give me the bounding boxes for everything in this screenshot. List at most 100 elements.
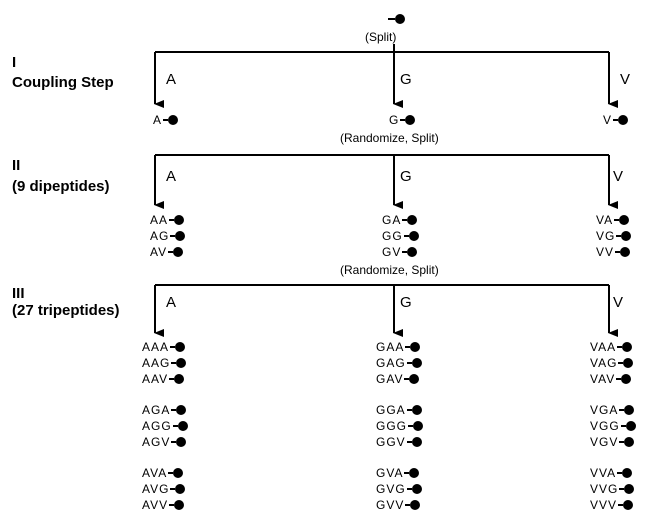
peptide-sequence: GVG — [376, 482, 406, 496]
stage-2-tree — [154, 154, 618, 209]
peptide-sequence: AG — [150, 229, 170, 243]
resin-bead-icon — [624, 437, 635, 447]
peptide-on-bead: VGA — [590, 403, 635, 417]
stage-3-title: (27 tripeptides) — [12, 302, 120, 319]
peptide-sequence: VGG — [590, 419, 620, 433]
resin-bead-icon — [618, 115, 629, 125]
peptide-sequence: AVV — [142, 498, 169, 512]
resin-bead-icon — [623, 358, 634, 368]
resin-bead-icon — [177, 421, 188, 431]
linker-icon — [618, 362, 624, 364]
peptide-sequence: GGG — [376, 419, 408, 433]
peptide-sequence: AAG — [142, 356, 171, 370]
peptide-sequence: VAA — [590, 340, 617, 354]
linker-icon — [620, 425, 626, 427]
stage-1-branch-g: G — [400, 71, 412, 88]
linker-icon — [619, 441, 625, 443]
peptide-on-bead: GAG — [376, 357, 422, 369]
linker-icon — [403, 235, 409, 237]
linker-icon — [616, 235, 622, 237]
resin-bead-icon — [621, 374, 632, 384]
linker-icon — [405, 504, 411, 506]
split-note: (Split) — [365, 30, 397, 44]
peptide-sequence: VAG — [590, 356, 618, 370]
linker-icon — [617, 472, 623, 474]
peptide-on-bead: VVA — [590, 467, 633, 479]
stage-2-branch-g: G — [400, 168, 412, 185]
resin-bead-icon — [409, 374, 420, 384]
peptide-on-bead: VVG — [590, 483, 635, 495]
linker-icon — [406, 441, 412, 443]
peptide-sequence: GAA — [376, 340, 405, 354]
resin-bead-icon — [408, 231, 419, 241]
peptide-sequence: AGA — [142, 403, 171, 417]
resin-bead-icon — [411, 437, 422, 447]
stage-1-tree — [154, 44, 618, 108]
linker-icon — [614, 219, 620, 221]
peptide-on-bead: AVG — [142, 482, 186, 496]
peptide-on-bead: V — [603, 113, 629, 127]
start-bead — [388, 14, 405, 24]
linker-icon — [404, 472, 410, 474]
linker-icon — [170, 346, 176, 348]
resin-bead-icon — [174, 374, 185, 384]
stage-3-branch-a: A — [166, 294, 177, 311]
linker-icon — [163, 119, 169, 121]
peptide-sequence: AVA — [142, 466, 168, 480]
stage-3-branch-g: G — [400, 294, 412, 311]
peptide-on-bead: VV — [596, 245, 631, 259]
peptide-sequence: GAV — [376, 372, 404, 386]
resin-bead-icon — [176, 405, 187, 415]
peptide-on-bead: AVA — [142, 466, 184, 480]
stage-2-branch-v: V — [613, 168, 624, 185]
peptide-sequence: VGA — [590, 403, 619, 417]
peptide-sequence: GGA — [376, 403, 406, 417]
peptide-sequence: AAV — [142, 372, 169, 386]
peptide-on-bead: GG — [382, 230, 419, 242]
stage-1-numeral: I — [12, 54, 17, 71]
peptide-on-bead: VAA — [590, 340, 633, 354]
peptide-on-bead: GVG — [376, 483, 422, 495]
peptide-on-bead: GAA — [376, 340, 421, 354]
peptide-sequence: V — [603, 113, 613, 127]
linker-icon — [408, 425, 414, 427]
peptide-on-bead: GAV — [376, 372, 420, 386]
linker-icon — [619, 488, 625, 490]
resin-bead-icon — [623, 500, 634, 510]
resin-bead-icon — [619, 215, 630, 225]
resin-bead-icon — [413, 421, 424, 431]
resin-bead-icon — [620, 247, 631, 257]
resin-bead-icon — [625, 421, 636, 431]
linker-icon — [170, 488, 176, 490]
peptide-on-bead: AGV — [142, 436, 187, 448]
peptide-on-bead: VA — [596, 214, 630, 226]
linker-icon — [168, 251, 174, 253]
resin-bead-icon — [622, 468, 633, 478]
peptide-sequence: GAG — [376, 356, 406, 370]
stage-2-branch-a: A — [166, 168, 177, 185]
linker-icon — [404, 378, 410, 380]
stage-3-tree — [154, 284, 618, 337]
peptide-on-bead: AVV — [142, 498, 185, 512]
linker-icon — [171, 409, 177, 411]
stage-3-branch-v: V — [613, 294, 624, 311]
peptide-sequence: AVG — [142, 482, 170, 496]
peptide-on-bead: VGV — [590, 435, 635, 449]
resin-bead-icon — [624, 405, 635, 415]
peptide-sequence: G — [389, 113, 400, 127]
peptide-on-bead: A — [153, 114, 179, 126]
linker-icon — [406, 409, 412, 411]
resin-bead-icon — [405, 115, 416, 125]
resin-bead-icon — [175, 231, 186, 241]
peptide-on-bead: GGA — [376, 404, 422, 416]
linker-icon — [172, 425, 178, 427]
linker-icon — [169, 378, 175, 380]
peptide-on-bead: AAG — [142, 356, 187, 370]
peptide-on-bead: AA — [150, 214, 185, 226]
linker-icon — [168, 472, 174, 474]
stage-1-note: (Randomize, Split) — [340, 131, 439, 145]
resin-bead-icon — [175, 484, 186, 494]
peptide-sequence: VGV — [590, 435, 619, 449]
linker-icon — [402, 251, 408, 253]
peptide-sequence: VV — [596, 245, 615, 259]
